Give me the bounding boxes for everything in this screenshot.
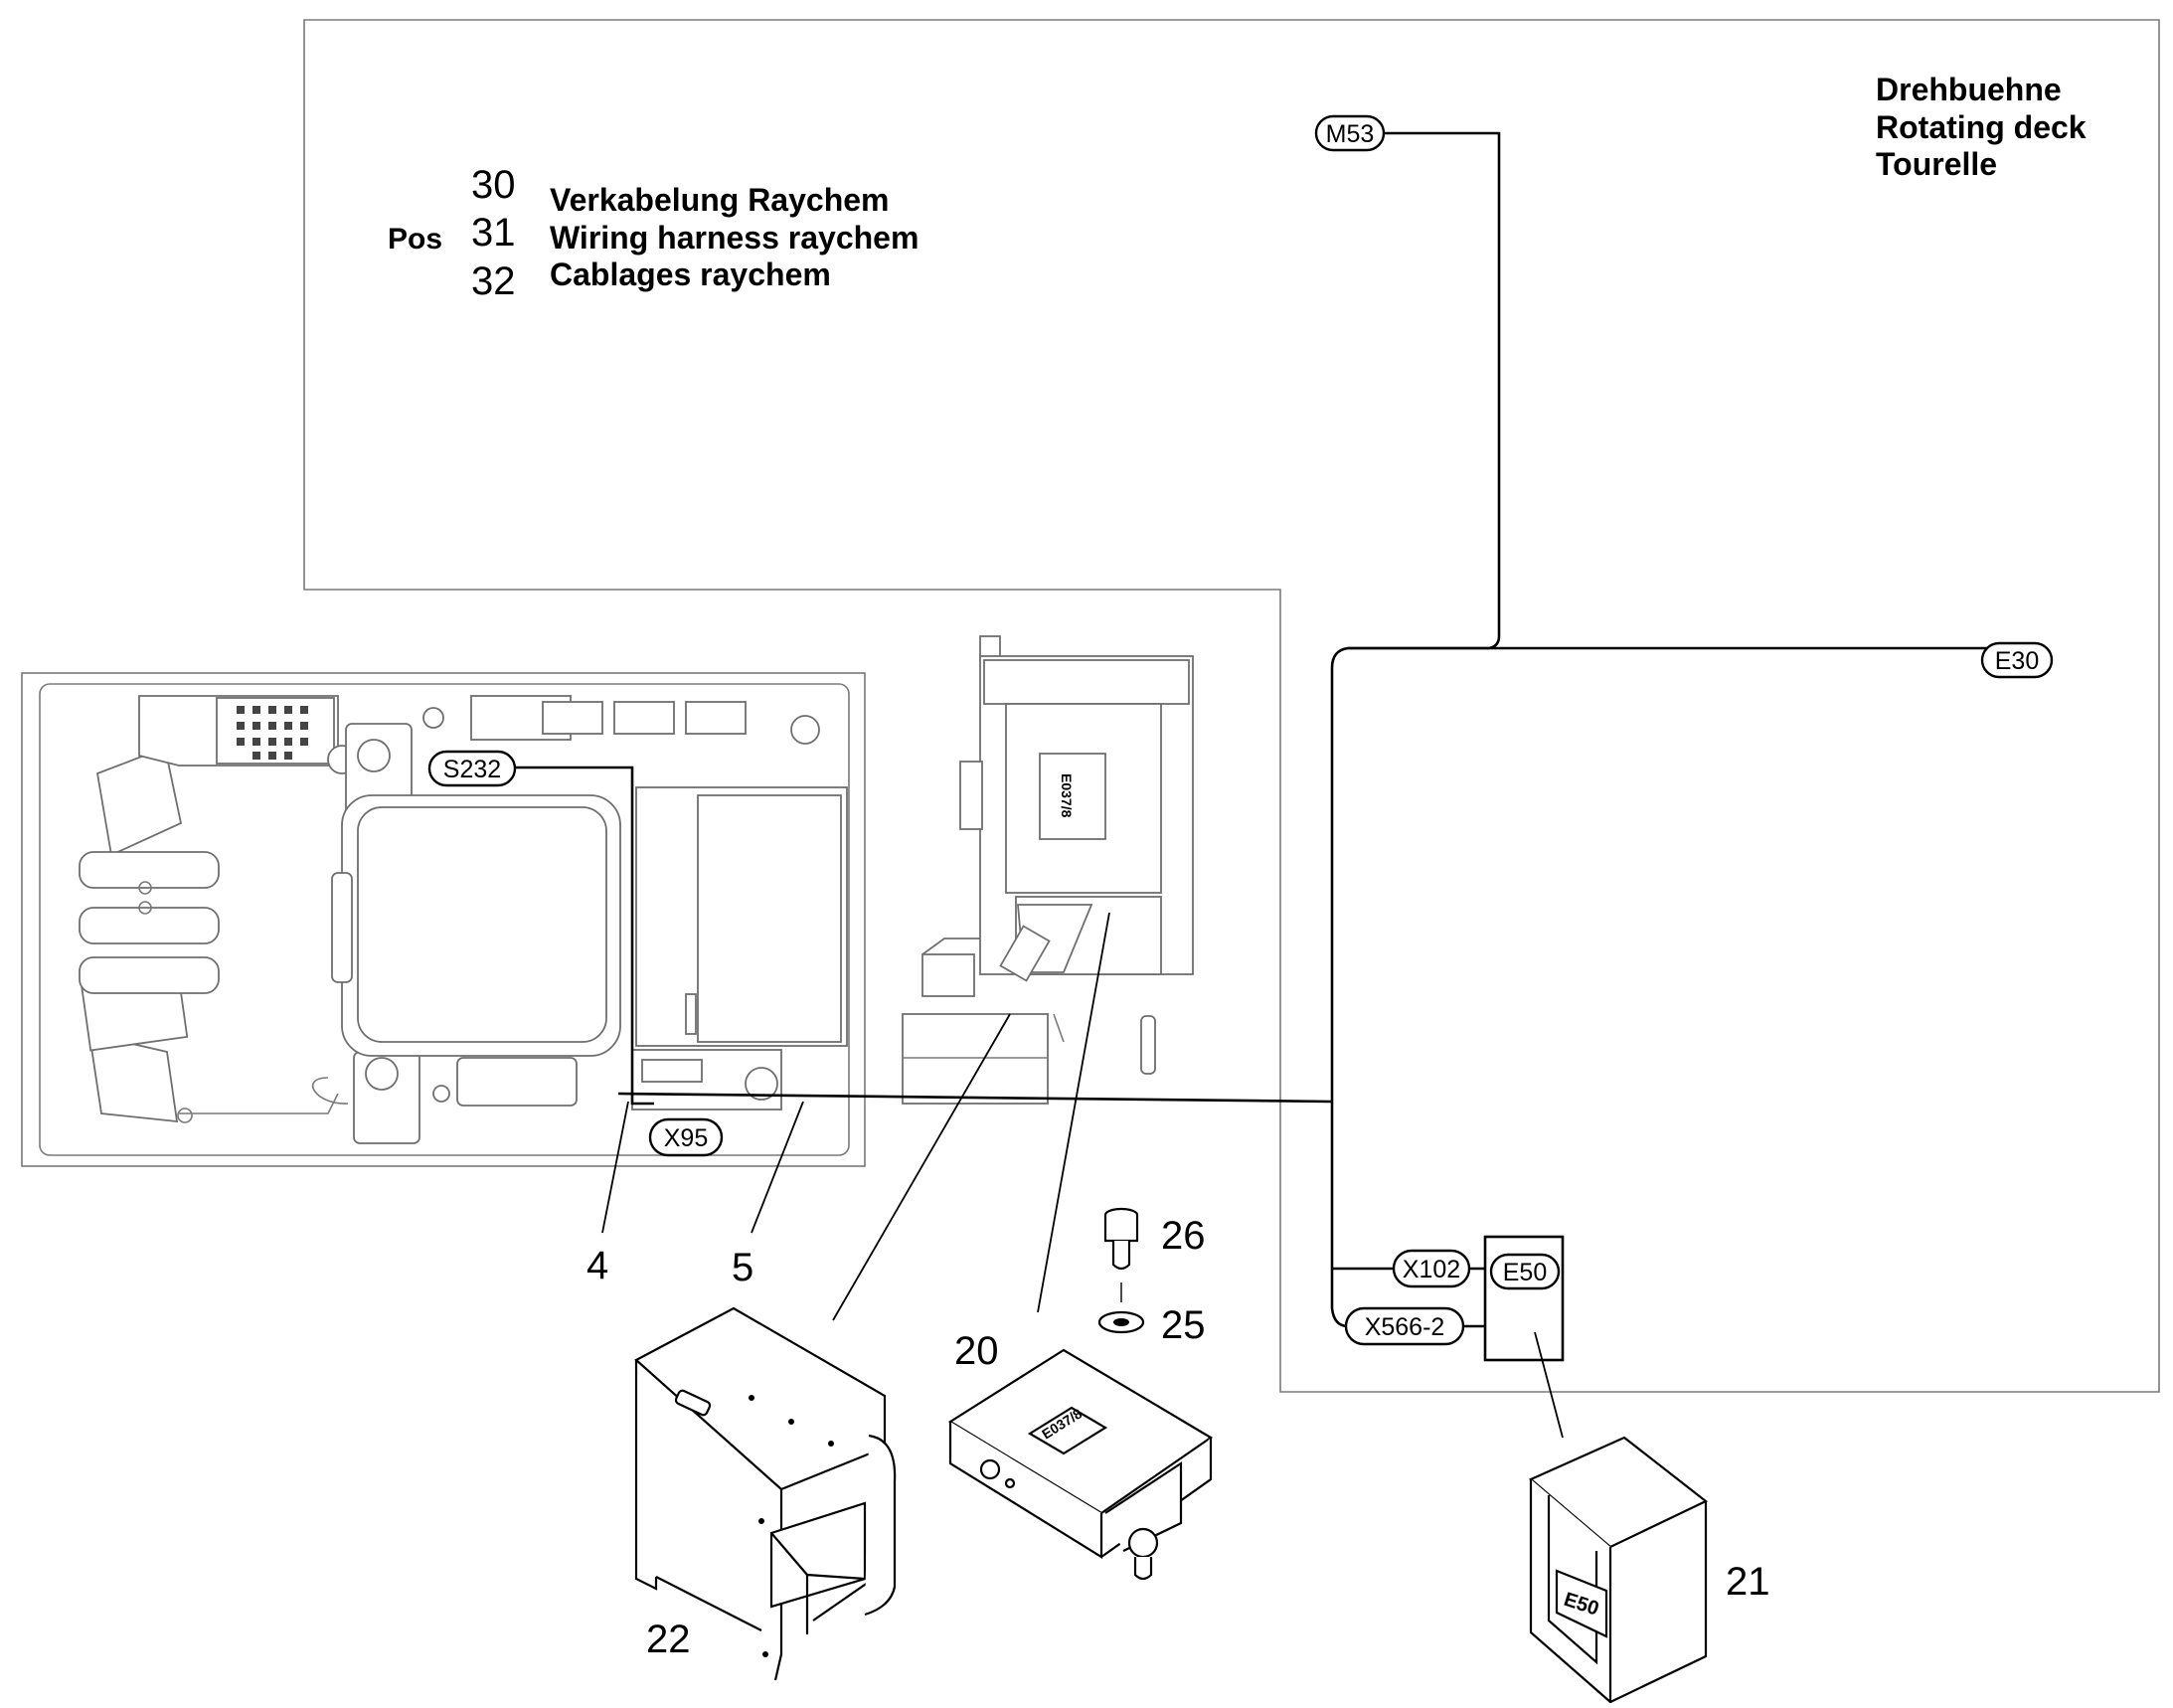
connector-tag-m53-label: M53 [1326,120,1375,148]
connector-tag-x95: X95 [648,1117,724,1157]
callout-26: 26 [1161,1214,1206,1258]
callout-4: 4 [586,1244,608,1287]
wiring-harness [513,131,1988,1362]
title-block: Pos 30 31 32 Verkabelung Raychem Wiring … [388,163,919,303]
connector-tag-e30: E30 [1980,641,2054,679]
switch-box-part-21: E50 [1528,1436,1709,1705]
connector-tag-x566-2-label: X566-2 [1365,1313,1445,1341]
connector-tag-e50: E50 [1489,1253,1561,1290]
pos-number-32: 32 [471,259,516,303]
control-housing-installed: E037/8 [902,635,1194,1105]
callout-25: 25 [1161,1303,1206,1347]
area-label-de: Drehbuehne [1876,72,2062,107]
area-label-en: Rotating deck [1876,109,2087,145]
washer-part-25 [1097,1310,1145,1334]
cab-plan-view [21,672,866,1167]
leader-lines [601,912,1564,1439]
pos-label: Pos [388,223,442,256]
connector-tag-x102: X102 [1392,1249,1471,1288]
pos-label-31: Wiring harness raychem [550,220,919,256]
mounting-bracket-part-22 [634,1306,897,1681]
callout-21: 21 [1726,1560,1770,1604]
control-unit-label: E037/8 [1059,773,1075,818]
callout-5: 5 [732,1246,753,1289]
control-unit-part-20: E037/8 [947,1348,1214,1581]
callout-20: 20 [954,1329,999,1373]
connector-tag-m53: M53 [1314,114,1386,152]
connector-tag-s232-label: S232 [443,756,501,783]
connector-tag-x566-2: X566-2 [1344,1306,1465,1346]
keypad-grid [237,706,308,760]
callout-22: 22 [646,1618,691,1661]
pos-number-31: 31 [471,211,516,255]
screw-part-26 [1103,1207,1139,1271]
pos-number-30: 30 [471,163,516,207]
connector-tag-x95-label: X95 [664,1124,708,1152]
pos-label-32: Cablages raychem [550,256,831,292]
connector-tag-x102-label: X102 [1403,1256,1460,1283]
connector-tag-e50-label: E50 [1503,1259,1547,1286]
connector-tag-s232: S232 [427,750,517,787]
area-label-fr: Tourelle [1876,146,1997,182]
part-callouts: 4 5 20 21 22 25 26 [586,1214,1770,1661]
area-label: Drehbuehne Rotating deck Tourelle [1876,72,2087,182]
pos-label-30: Verkabelung Raychem [550,182,889,218]
rotating-deck-boundary [303,19,2160,1393]
connector-tag-e30-label: E30 [1995,647,2039,675]
